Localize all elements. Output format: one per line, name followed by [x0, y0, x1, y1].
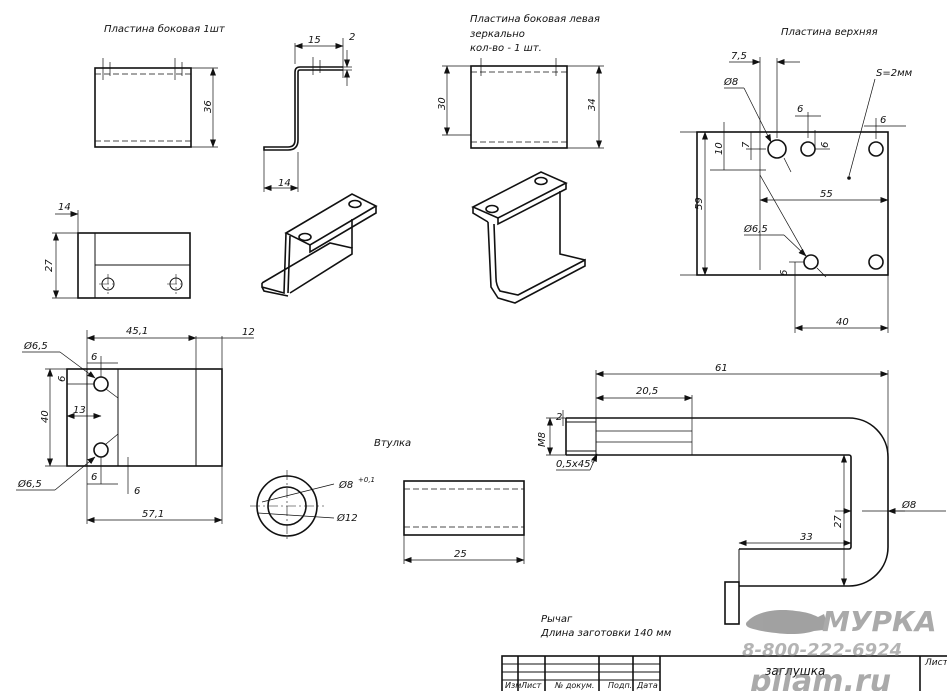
watermark-phone: 8-800-222-6924	[742, 640, 902, 661]
dim-m8: M8	[537, 432, 548, 447]
tb-sheet: Лист	[924, 658, 947, 668]
top-plate-view: Пластина верхняя S=2мм 7,5 Ø8 6 6 6 10	[680, 27, 913, 333]
dim-40-bp: 40	[40, 410, 51, 423]
side-plate-top-view: 14 27	[44, 202, 191, 299]
top-plate-label: Пластина верхняя	[781, 27, 878, 38]
dim-13: 13	[73, 405, 86, 416]
tb-col-izm: Изм	[505, 681, 521, 690]
bushing-label: Втулка	[374, 438, 411, 449]
dim-2: 2	[349, 32, 355, 43]
left-plate-label-1: Пластина боковая левая	[470, 13, 600, 25]
dim-20-5: 20,5	[636, 386, 658, 397]
dim-57-1: 57,1	[142, 509, 164, 520]
lever-view: 61 20,5 M8 2 0,5x45° 33 27 Ø8 Рычаг Длин…	[537, 363, 946, 639]
plug-label: заглушка	[765, 664, 825, 678]
dim-25: 25	[454, 549, 467, 560]
dim-d8-lever: Ø8	[901, 499, 916, 511]
dim-61: 61	[715, 363, 728, 374]
thickness-label: S=2мм	[876, 68, 913, 79]
dim-7-5: 7,5	[731, 51, 747, 62]
dim-d12: Ø12	[336, 512, 358, 524]
dim-33: 33	[800, 532, 813, 543]
dim-34: 34	[587, 98, 598, 111]
dim-10: 10	[714, 142, 725, 155]
title-block: Изм Лист № докум. Подп. Дата Лист заглуш…	[501, 655, 947, 691]
dim-6a: 6	[797, 104, 803, 115]
dim-6c-bp: 6	[91, 472, 97, 483]
dim-15: 15	[308, 35, 321, 46]
lever-blank-label: Длина заготовки 140 мм	[540, 628, 672, 639]
dim-d6-5a: Ø6,5	[23, 340, 48, 352]
dim-6c: 6	[880, 115, 886, 126]
dim-2-lever: 2	[556, 412, 562, 423]
tb-col-sign: Подп.	[608, 681, 632, 690]
left-plate-label-3: кол-во - 1 шт.	[470, 43, 542, 54]
dim-d8-bushing: Ø8	[338, 479, 353, 491]
lever-label: Рычаг	[541, 614, 573, 625]
tb-col-date: Дата	[636, 681, 658, 690]
dim-27-lever: 27	[833, 515, 844, 528]
dim-14: 14	[278, 178, 291, 189]
side-plate-label: Пластина боковая 1шт	[104, 23, 226, 35]
dim-6b: 6	[820, 142, 831, 148]
dim-30: 30	[437, 97, 448, 110]
cat-logo-icon	[745, 610, 829, 635]
dim-40: 40	[836, 317, 849, 328]
watermark-site: pilam.ru	[749, 664, 891, 691]
bushing-view: Втулка Ø8 +0,1 Ø12 25	[250, 438, 525, 564]
side-plate-front-view: Пластина боковая 1шт 36	[94, 23, 226, 148]
dim-d8: Ø8	[723, 76, 738, 88]
dim-chamfer: 0,5x45°	[556, 459, 596, 470]
dim-14b: 14	[58, 202, 71, 213]
dim-6d-bp: 6	[134, 486, 140, 497]
side-plate-profile: 15 2 14	[263, 32, 355, 192]
dim-55: 55	[820, 189, 833, 200]
dim-45-1: 45,1	[126, 326, 148, 337]
side-plate-isometric	[261, 193, 378, 297]
dim-6a-bp: 6	[91, 352, 97, 363]
dim-d6-5: Ø6,5	[743, 223, 768, 235]
dim-tol: +0,1	[358, 476, 375, 484]
tb-col-doc: № докум.	[554, 681, 594, 690]
side-plate-left-isometric	[471, 171, 586, 304]
bottom-plate-view: 45,1 12 Ø6,5 6 6 40 13 Ø6,5 6 6 57,1	[16, 326, 255, 524]
watermark-brand: МУРКА	[822, 605, 937, 638]
watermark: МУРКА 8-800-222-6924 pilam.ru	[742, 605, 937, 691]
dim-12: 12	[242, 327, 255, 338]
dim-6d: 6	[779, 270, 790, 276]
left-plate-label-2: зеркально	[470, 29, 525, 40]
dim-d6-5b: Ø6,5	[17, 478, 42, 490]
dim-6b-bp: 6	[57, 376, 68, 382]
side-plate-left-view: Пластина боковая левая зеркально кол-во …	[437, 13, 604, 149]
tb-col-list: Лист	[520, 681, 542, 690]
dim-36: 36	[203, 100, 214, 113]
dim-27: 27	[44, 259, 55, 272]
dim-7: 7	[741, 141, 752, 148]
dim-59: 59	[694, 197, 705, 210]
